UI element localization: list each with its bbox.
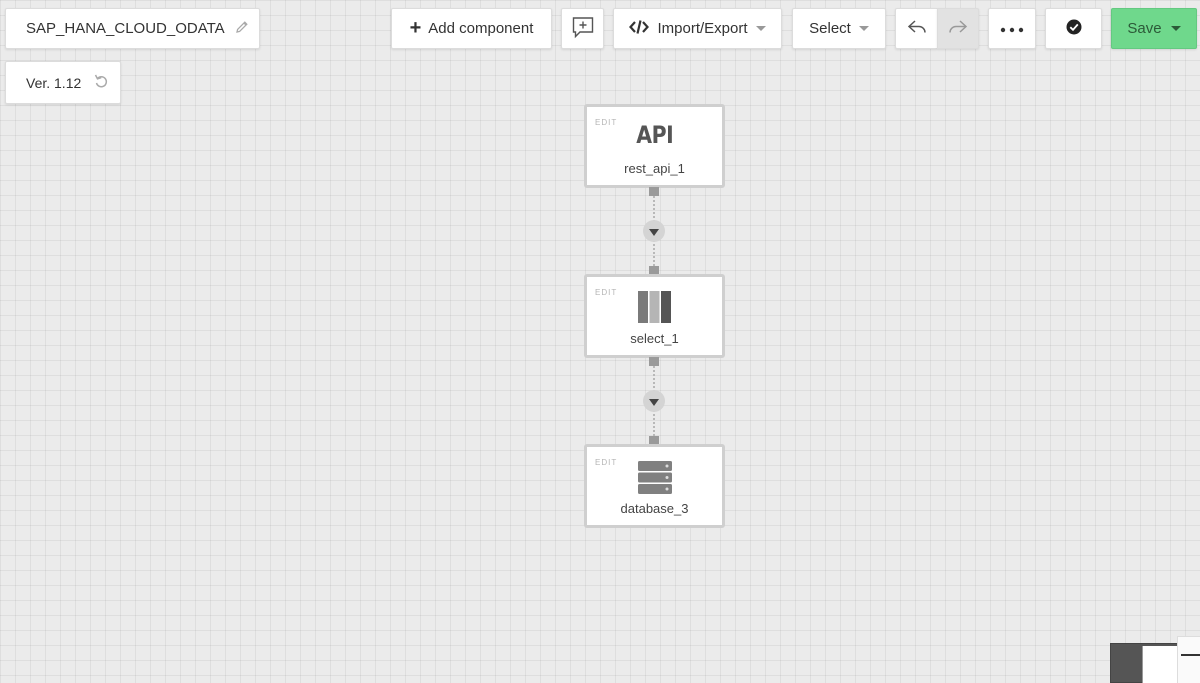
edit-link[interactable]: EDIT — [595, 458, 618, 467]
edit-link[interactable]: EDIT — [595, 288, 618, 297]
version-label: Ver. 1.12 — [26, 74, 82, 91]
select-columns-icon — [587, 291, 722, 323]
connector-toggle[interactable] — [643, 220, 665, 242]
redo-icon — [948, 19, 968, 39]
flow-node-select[interactable]: EDIT select_1 — [584, 274, 725, 358]
chevron-down-icon — [858, 26, 869, 31]
select-dropdown[interactable]: Select — [792, 8, 886, 49]
chevron-down-icon — [649, 398, 659, 406]
save-label: Save — [1127, 20, 1162, 37]
pencil-icon[interactable] — [235, 20, 249, 38]
node-label: database_3 — [620, 501, 689, 516]
plus-icon: + — [409, 16, 422, 39]
save-button[interactable]: Save — [1111, 8, 1197, 49]
check-circle-icon — [1066, 19, 1082, 39]
node-label: rest_api_1 — [624, 161, 685, 176]
select-label: Select — [809, 20, 851, 37]
database-icon — [587, 461, 722, 494]
edit-link[interactable]: EDIT — [595, 118, 618, 127]
chevron-down-icon — [1170, 26, 1181, 31]
api-icon: API — [635, 121, 674, 149]
node-label: select_1 — [630, 331, 679, 346]
input-port[interactable] — [649, 266, 659, 275]
connector — [643, 357, 665, 446]
flow-node-rest-api[interactable]: EDIT API rest_api_1 — [584, 104, 725, 188]
chevron-down-icon — [649, 228, 659, 236]
flow-node-database[interactable]: EDIT database_3 — [584, 444, 725, 528]
redo-button[interactable] — [937, 8, 979, 49]
project-name-label: SAP_HANA_CLOUD_ODATA — [26, 20, 225, 37]
minimap-marker — [1181, 654, 1200, 656]
add-component-label: Add component — [428, 20, 534, 37]
undo-button[interactable] — [895, 8, 937, 49]
code-icon — [629, 19, 650, 39]
more-dots-icon — [1000, 20, 1024, 37]
minimap-panel — [1177, 636, 1200, 683]
revert-icon[interactable] — [93, 73, 109, 92]
import-export-dropdown[interactable]: Import/Export — [613, 8, 782, 49]
validate-button[interactable] — [1045, 8, 1102, 49]
comment-add-icon — [571, 15, 595, 43]
project-name[interactable]: SAP_HANA_CLOUD_ODATA — [5, 8, 260, 49]
import-export-label: Import/Export — [657, 20, 748, 37]
connector-toggle[interactable] — [643, 390, 665, 412]
chevron-down-icon — [755, 26, 766, 31]
undo-icon — [907, 19, 927, 39]
add-component-button[interactable]: + Add component — [391, 8, 552, 49]
input-port[interactable] — [649, 436, 659, 445]
version-selector[interactable]: Ver. 1.12 — [5, 61, 121, 104]
more-options-button[interactable] — [988, 8, 1036, 49]
add-comment-button[interactable] — [561, 8, 604, 49]
connector — [643, 187, 665, 276]
minimap[interactable] — [1110, 636, 1200, 683]
output-port[interactable] — [649, 187, 659, 196]
output-port[interactable] — [649, 357, 659, 366]
